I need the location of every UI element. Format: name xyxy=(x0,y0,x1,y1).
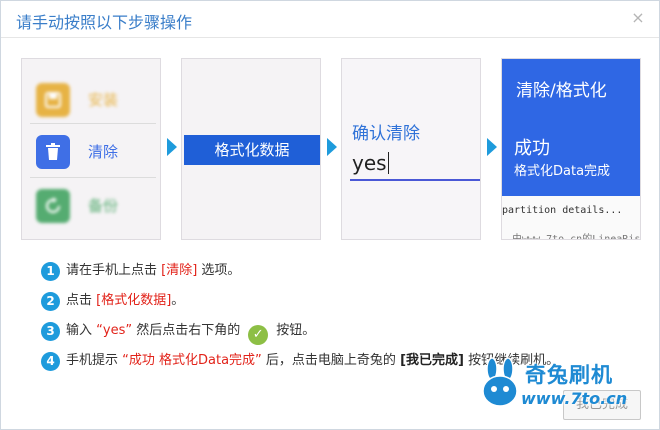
step-number: 1 xyxy=(41,262,60,281)
title-bar: 请手动按照以下步骤操作 × xyxy=(1,1,659,38)
text-caret xyxy=(387,152,389,174)
step-number: 3 xyxy=(41,322,60,341)
step-number: 4 xyxy=(41,352,60,371)
done-button[interactable]: 我已完成 xyxy=(563,390,641,420)
instruction-highlight: “成功 格式化Data完成” xyxy=(122,353,262,368)
arrow-icon xyxy=(327,138,337,156)
result-screen: 清除/格式化 成功 格式化Data完成 xyxy=(502,59,640,196)
step-number: 2 xyxy=(41,292,60,311)
refresh-icon xyxy=(36,189,70,223)
format-data-option: 格式化数据 xyxy=(184,135,320,165)
divider xyxy=(30,123,156,124)
result-detail: 格式化Data完成 xyxy=(514,164,611,179)
instruction-highlight: [格式化数据] xyxy=(96,293,172,308)
input-underline xyxy=(350,179,480,181)
step-illustrations: 安装 清除 备份 格式化数据 确认清除 xyxy=(21,58,641,240)
instruction-step-2: 2 点击 [格式化数据]。 xyxy=(41,289,184,313)
menu-label-backup: 备份 xyxy=(88,197,119,215)
menu-item-install: 安装 xyxy=(22,73,160,127)
instruction-text: 手机提示 xyxy=(66,353,123,368)
arrow-icon xyxy=(487,138,497,156)
save-icon xyxy=(36,83,70,117)
arrow-icon xyxy=(167,138,177,156)
menu-item-clear: 清除 xyxy=(22,125,160,179)
close-icon[interactable]: × xyxy=(631,8,645,27)
confirm-input-value: yes xyxy=(352,151,387,175)
brand-name: 奇兔刷机 xyxy=(525,363,613,387)
brand-watermark: 奇兔刷机 www.7to.cn xyxy=(479,355,659,419)
dialog-title: 请手动按照以下步骤操作 xyxy=(16,13,193,32)
confirm-input-text: yes xyxy=(352,151,389,175)
step-panel-result: 清除/格式化 成功 格式化Data完成 partition details...… xyxy=(501,58,641,240)
log-line: partition details... xyxy=(502,205,623,216)
instruction-text: 按钮。 xyxy=(276,323,316,338)
menu-label-install: 安装 xyxy=(88,91,119,109)
step-panel-format: 格式化数据 xyxy=(181,58,321,240)
instruction-text: 后，点击电脑上奇兔的 xyxy=(261,353,401,368)
menu-label-clear: 清除 xyxy=(88,143,119,161)
step-panel-confirm: 确认清除 yes xyxy=(341,58,481,240)
log-line: 由www.7to.cn的LineaRis xyxy=(512,234,641,240)
result-header: 清除/格式化 xyxy=(516,81,607,101)
check-icon: ✓ xyxy=(248,325,269,345)
instruction-text: 输入 xyxy=(66,323,97,338)
trash-icon xyxy=(36,135,70,169)
instruction-step-3: 3 输入 “yes” 然后点击右下角的 ✓ 按钮。 xyxy=(41,319,316,345)
instruction-highlight: “yes” xyxy=(96,323,133,338)
instruction-text: 选项。 xyxy=(197,263,241,278)
rabbit-logo-icon xyxy=(482,357,518,407)
instruction-highlight: [清除] xyxy=(161,263,198,278)
step-panel-clear-menu: 安装 清除 备份 xyxy=(21,58,161,240)
divider xyxy=(30,177,156,178)
instruction-bold: [我已完成] xyxy=(400,353,464,368)
result-success: 成功 xyxy=(514,138,550,159)
menu-item-backup: 备份 xyxy=(22,179,160,233)
confirm-title: 确认清除 xyxy=(352,124,420,144)
instruction-text: 点击 xyxy=(66,293,97,308)
brand-url: www.7to.cn xyxy=(521,389,628,408)
instruction-text: 。 xyxy=(171,293,185,308)
instruction-text: 然后点击右下角的 xyxy=(132,323,241,338)
instruction-step-1: 1 请在手机上点击 [清除] 选项。 xyxy=(41,259,240,283)
instruction-text: 请在手机上点击 xyxy=(66,263,162,278)
